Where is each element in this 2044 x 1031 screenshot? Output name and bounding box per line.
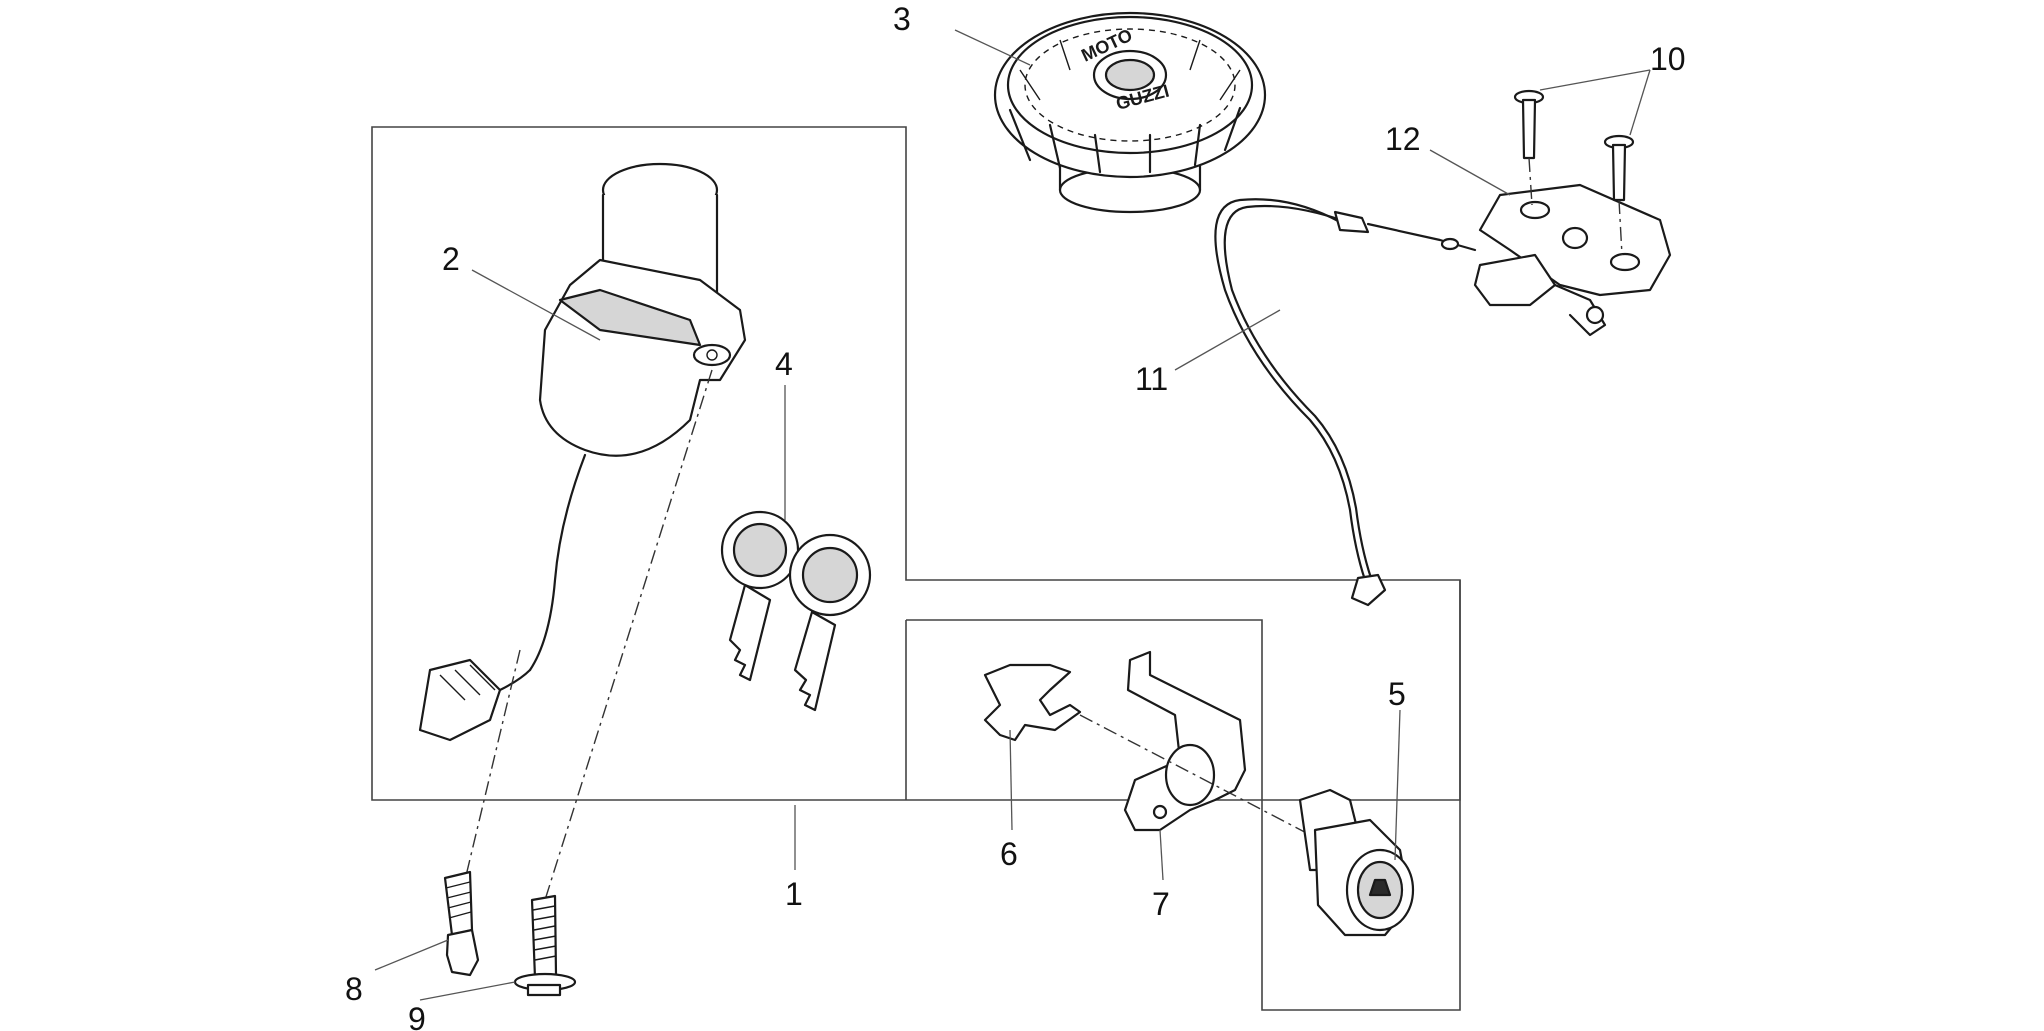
axis-line-lock xyxy=(1079,714,1321,841)
seat-lock-cylinder-5 xyxy=(1298,788,1415,937)
callout-12: 12 xyxy=(1385,121,1421,157)
callout-2: 2 xyxy=(442,241,460,277)
callout-6: 6 xyxy=(1000,836,1018,872)
kit-frame-ignition xyxy=(371,126,1461,801)
screws-10 xyxy=(1513,89,1635,256)
callout-4: 4 xyxy=(775,346,793,382)
fuel-cap: MOTO GUZZI xyxy=(993,11,1267,214)
screw-8 xyxy=(443,870,480,977)
ignition-keys xyxy=(720,510,872,712)
callout-9: 9 xyxy=(408,1001,426,1031)
release-cable-11 xyxy=(1214,198,1477,607)
callout-10: 10 xyxy=(1650,41,1686,77)
callout-5: 5 xyxy=(1388,676,1406,712)
callout-11: 11 xyxy=(1135,361,1168,397)
bolt-9 xyxy=(513,894,577,997)
clip-6 xyxy=(983,663,1082,742)
ignition-switch xyxy=(418,162,747,742)
callout-3: 3 xyxy=(893,1,911,37)
callout-7: 7 xyxy=(1152,886,1170,922)
lock-bracket-7 xyxy=(1123,650,1247,832)
axis-line-screw-9 xyxy=(544,369,713,901)
axis-line-screw-8 xyxy=(464,649,521,881)
kit-frame-seat-lock xyxy=(906,580,1461,1011)
seat-latch-12 xyxy=(1473,183,1672,337)
callout-1: 1 xyxy=(785,876,803,912)
callout-8: 8 xyxy=(345,971,363,1007)
leader-lines xyxy=(374,29,1651,1001)
